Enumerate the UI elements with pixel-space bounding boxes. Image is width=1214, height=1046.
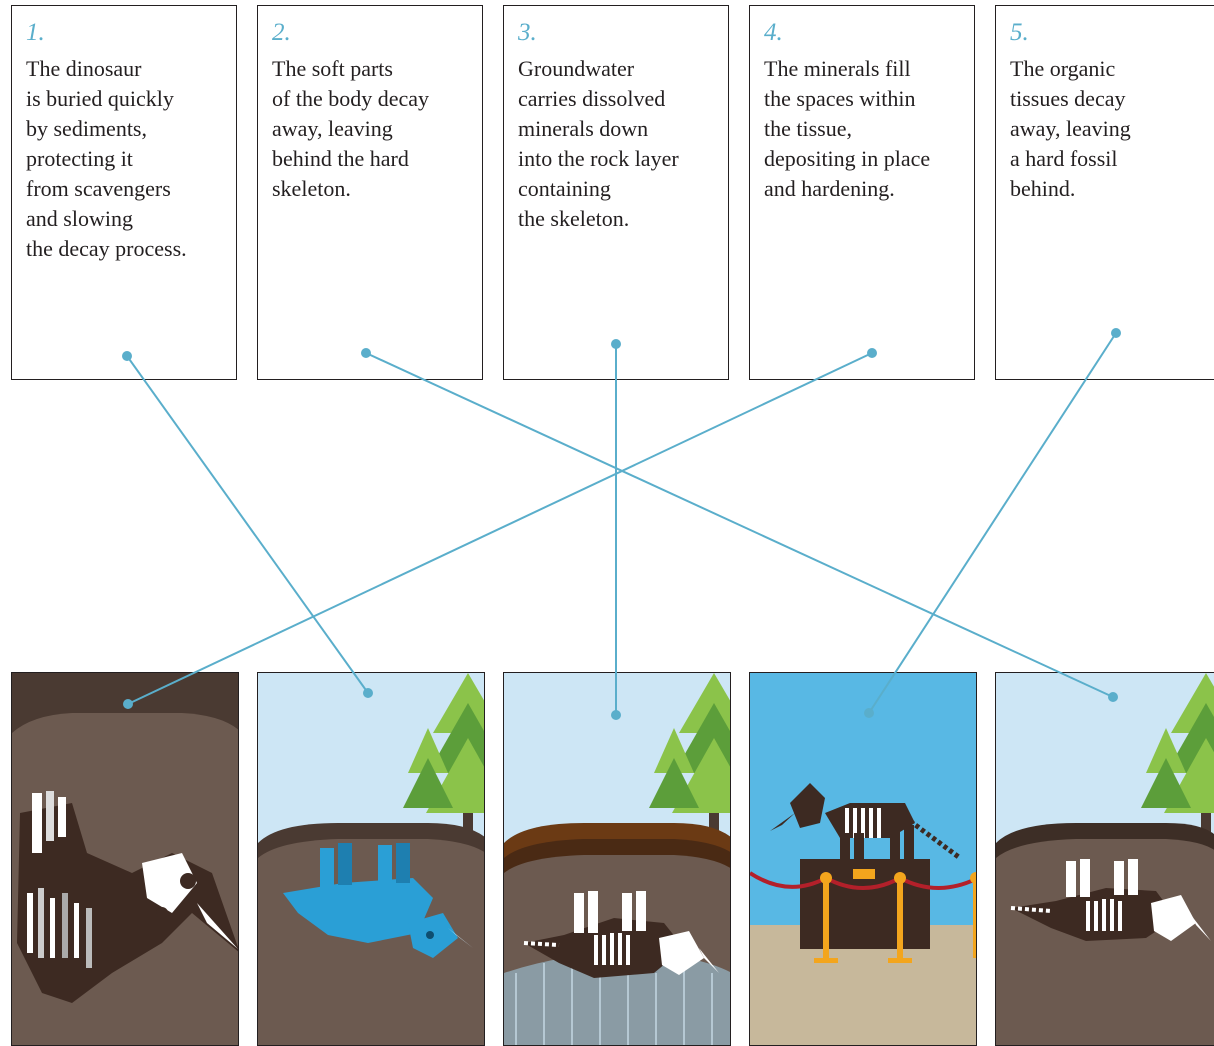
connector-line-2 xyxy=(365,352,1114,698)
display-plaque xyxy=(853,869,875,879)
scene-dino-buried xyxy=(258,673,484,1045)
connector-line-1 xyxy=(126,355,369,694)
step-text: The dinosaur is buried quickly by sedime… xyxy=(26,56,187,261)
blue-dinosaur xyxy=(283,843,473,958)
step-number: 5. xyxy=(1010,19,1029,46)
step-text: The soft parts of the body decay away, l… xyxy=(272,56,429,201)
scene-panel-3 xyxy=(503,672,731,1046)
scene-groundwater-skeleton xyxy=(504,673,730,1045)
step-card-2: 2. The soft parts of the body decay away… xyxy=(257,5,483,380)
skeleton xyxy=(1010,859,1211,941)
step-card-4: 4. The minerals fill the spaces within t… xyxy=(749,5,975,380)
step-card-1: 1. The dinosaur is buried quickly by sed… xyxy=(11,5,237,380)
scene-panel-2 xyxy=(257,672,485,1046)
fossil-silhouette xyxy=(17,791,238,1003)
step-card-5: 5. The organic tissues decay away, leavi… xyxy=(995,5,1214,380)
step-number: 4. xyxy=(764,19,783,46)
step-text: The minerals fill the spaces within the … xyxy=(764,56,931,201)
step-text: The organic tissues decay away, leaving … xyxy=(1010,56,1131,201)
connector-line-5 xyxy=(868,332,1117,714)
step-number: 1. xyxy=(26,19,45,46)
scene-skeleton-in-ground xyxy=(996,673,1214,1045)
connector-line-4 xyxy=(127,352,873,705)
scene-panel-1 xyxy=(11,672,239,1046)
rope-barrier xyxy=(750,871,976,963)
scene-museum-display xyxy=(750,673,976,1045)
step-text: Groundwater carries dissolved minerals d… xyxy=(518,56,679,231)
skeleton xyxy=(523,891,719,978)
skeleton-display xyxy=(770,783,962,861)
connector-lines xyxy=(122,328,1121,720)
step-card-3: 3. Groundwater carries dissolved mineral… xyxy=(503,5,729,380)
scene-panel-4 xyxy=(749,672,977,1046)
scene-panel-5 xyxy=(995,672,1214,1046)
step-number: 2. xyxy=(272,19,291,46)
pine-trees xyxy=(1141,673,1214,843)
scene-rock-fossil xyxy=(12,673,238,1045)
step-number: 3. xyxy=(518,19,537,46)
